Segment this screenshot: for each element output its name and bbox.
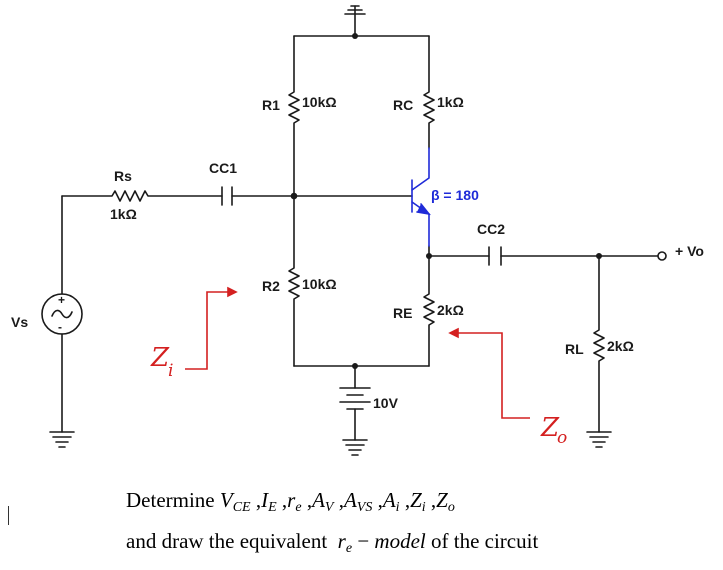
model-word: model (374, 529, 426, 553)
rc-value: 1kΩ (437, 94, 464, 110)
model-symbol: r (337, 529, 346, 553)
vs-name: Vs (11, 314, 28, 330)
zo-arrow (448, 327, 530, 419)
quantity-term: AVS (343, 488, 373, 515)
supply-value: 10V (373, 395, 399, 411)
r1-value: 10kΩ (302, 94, 337, 110)
quantity-term: Ai (382, 488, 400, 515)
re-value: 2kΩ (437, 302, 464, 318)
quantity-symbol: A (382, 488, 396, 512)
question-line-1: Determine VCE ,IE ,re ,AV ,AVS ,Ai ,Zi ,… (126, 488, 455, 516)
quantity-symbol: I (261, 488, 269, 512)
quantity-term: Zi (410, 488, 426, 515)
zi-label-main: Z (150, 343, 170, 373)
junction-dots (290, 33, 602, 369)
svg-text:-: - (58, 320, 62, 334)
quantity-subscript: E (268, 500, 277, 515)
r2-name: R2 (262, 278, 280, 294)
line2-after: of the circuit (431, 529, 539, 553)
quantity-list: VCE ,IE ,re ,AV ,AVS ,Ai ,Zi ,Zo (219, 488, 455, 515)
text-cursor (8, 506, 9, 525)
rl-value: 2kΩ (607, 338, 634, 354)
cc2-name: CC2 (477, 221, 505, 237)
question-line-2: and draw the equivalent re − model of th… (126, 529, 538, 557)
quantity-symbol: r (287, 488, 296, 512)
beta-label: β = 180 (431, 187, 479, 203)
quantity-subscript: e (295, 500, 302, 515)
svg-text:+: + (58, 293, 65, 307)
r1-name: R1 (262, 97, 280, 113)
line2-before: and draw the equivalent (126, 529, 328, 553)
quantity-symbol: Z (410, 488, 422, 512)
zi-label-sub: i (168, 361, 173, 381)
output-label: + Vo (675, 243, 704, 259)
quantity-subscript: VS (356, 500, 373, 515)
quantity-term: Zo (436, 488, 455, 515)
zo-label-sub: o (557, 428, 567, 448)
wires (41, 5, 667, 456)
quantity-subscript: V (324, 500, 334, 515)
zo-label-main: Z (540, 413, 560, 443)
quantity-symbol: A (343, 488, 357, 512)
transistor-symbol (411, 147, 431, 247)
r2-value: 10kΩ (302, 276, 337, 292)
quantity-subscript: i (421, 500, 426, 515)
rs-value: 1kΩ (110, 206, 137, 222)
quantity-term: re (287, 488, 302, 515)
source-polarity: + - (58, 293, 65, 334)
cc1-name: CC1 (209, 160, 237, 176)
model-dash: − (357, 529, 370, 553)
determine-word: Determine (126, 488, 215, 512)
model-symbol-sub: e (345, 541, 353, 556)
quantity-term: VCE (219, 488, 251, 515)
quantity-term: IE (261, 488, 277, 515)
quantity-term: AV (312, 488, 334, 515)
quantity-symbol: Z (436, 488, 448, 512)
quantity-subscript: i (395, 500, 400, 515)
quantity-symbol: A (312, 488, 325, 512)
re-name: RE (393, 305, 412, 321)
rs-name: Rs (114, 168, 132, 184)
rc-name: RC (393, 97, 413, 113)
quantity-subscript: CE (232, 500, 251, 515)
zi-arrow (185, 286, 238, 370)
quantity-symbol: V (219, 488, 233, 512)
rl-name: RL (565, 341, 584, 357)
quantity-subscript: o (447, 500, 455, 515)
